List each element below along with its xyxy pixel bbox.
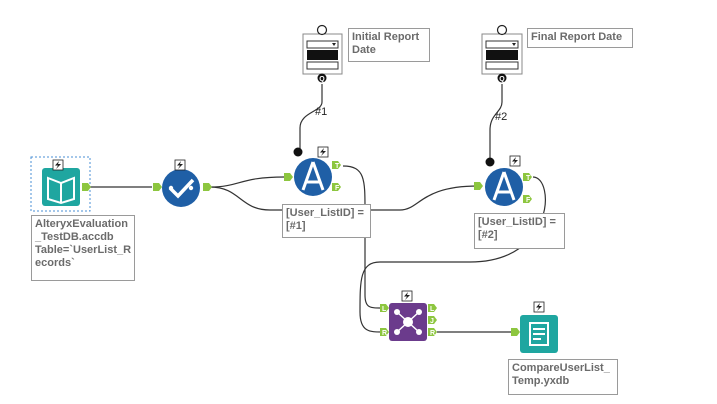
false-anchor	[332, 183, 341, 191]
output-annotation: CompareUserList_ Temp.yxdb	[508, 359, 618, 395]
join-output-label: J	[430, 318, 434, 325]
wire-date1-to-filter1[interactable]	[299, 84, 323, 150]
wire-select-to-filter2[interactable]	[209, 185, 479, 211]
false-anchor-label: F	[526, 197, 531, 204]
true-anchor	[332, 161, 341, 169]
q-anchor-label: Q	[319, 76, 325, 83]
connection-label-2: #2	[495, 111, 508, 123]
wire-select-to-filter1[interactable]	[209, 176, 285, 188]
lightning-icon	[536, 303, 542, 311]
left-output-label: L	[430, 306, 435, 313]
wire-filter2-to-join-right[interactable]	[359, 176, 546, 333]
connection-label-1: #1	[315, 106, 328, 118]
output-anchor	[82, 183, 91, 191]
dropdown-arrow-icon	[332, 43, 336, 46]
date-tool-1[interactable]: Q	[302, 24, 343, 84]
filter-tool-1[interactable]: T F	[284, 146, 341, 196]
book-icon	[47, 176, 75, 205]
join-icon	[396, 311, 420, 333]
filter-icon	[492, 171, 516, 201]
checkmark-icon	[168, 178, 195, 199]
false-anchor	[523, 195, 532, 203]
input-anchor	[511, 328, 520, 336]
filter-tool-2[interactable]: T F	[474, 155, 532, 206]
wire-date2-to-filter2[interactable]	[489, 84, 503, 160]
join-tool[interactable]: L R L J R	[380, 290, 437, 341]
date1-annotation: Initial Report Date	[348, 28, 430, 62]
input-anchor	[284, 173, 293, 181]
filter1-annotation: [User_ListID] = [#1]	[282, 204, 371, 238]
input-anchor	[153, 183, 162, 191]
output-data-tool[interactable]	[511, 301, 558, 353]
join-output-anchor	[428, 316, 437, 324]
right-output-anchor	[428, 328, 437, 336]
left-anchor-label: L	[382, 306, 387, 313]
input-anchor	[474, 182, 483, 190]
dropdown-arrow-icon	[512, 43, 516, 46]
lightning-icon	[320, 148, 326, 156]
true-anchor-label: T	[526, 175, 531, 182]
date2-annotation: Final Report Date	[527, 28, 633, 48]
true-anchor-label: T	[335, 163, 340, 170]
input-annotation: AlteryxEvaluation _TestDB.accdb Table=`U…	[31, 215, 135, 281]
output-anchor	[203, 183, 212, 191]
right-anchor-label: R	[382, 330, 387, 337]
document-icon	[533, 328, 545, 340]
date-tool-2[interactable]: Q	[481, 24, 523, 84]
right-input-anchor	[380, 328, 389, 336]
left-output-anchor	[428, 304, 437, 312]
lightning-icon	[55, 161, 61, 169]
lightning-icon	[177, 161, 183, 169]
filter2-annotation: [User_ListID] = [#2]	[474, 213, 565, 249]
filter-icon	[301, 161, 325, 191]
q-anchor-label: Q	[499, 76, 505, 83]
select-tool[interactable]	[153, 159, 212, 207]
left-input-anchor	[380, 304, 389, 312]
input-data-tool[interactable]	[30, 156, 91, 212]
right-output-label: R	[430, 330, 435, 337]
true-anchor	[523, 173, 532, 181]
lightning-icon	[512, 157, 518, 165]
false-anchor-label: F	[335, 185, 340, 192]
lightning-icon	[404, 292, 410, 300]
